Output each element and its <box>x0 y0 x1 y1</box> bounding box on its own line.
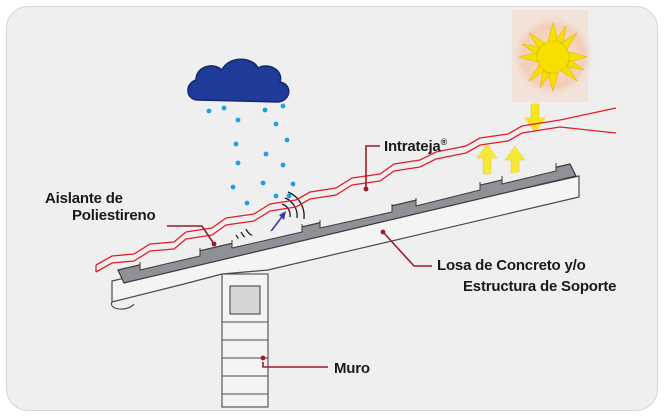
intrateja-label-text: Intrateja <box>384 138 441 155</box>
insulation-panel <box>117 163 577 284</box>
insulation-label-line1: Aislante de <box>45 190 123 207</box>
leader-lines <box>167 145 432 368</box>
slab-label-line1: Losa de Concreto y/o <box>437 257 586 274</box>
intrateja-label: Intrateja® <box>384 134 447 155</box>
wall-label: Muro <box>334 360 370 377</box>
sun-icon <box>509 10 597 102</box>
leader-dots <box>211 186 386 361</box>
slab-label: Losa de Concreto y/o Estructura de Sopor… <box>437 257 617 295</box>
wall-label-text: Muro <box>334 360 370 377</box>
wall <box>221 273 269 408</box>
registered-mark: ® <box>440 137 448 147</box>
rain-cloud-icon <box>187 58 290 103</box>
insulation-label: Aislante de Poliestireno <box>45 190 175 224</box>
insulation-label-line2: Poliestireno <box>72 207 156 224</box>
slab-label-line2: Estructura de Soporte <box>463 278 617 295</box>
roof-tile <box>95 107 617 273</box>
rain-drops <box>206 103 296 206</box>
concrete-slab <box>111 175 580 310</box>
impact-arrow <box>268 211 286 235</box>
